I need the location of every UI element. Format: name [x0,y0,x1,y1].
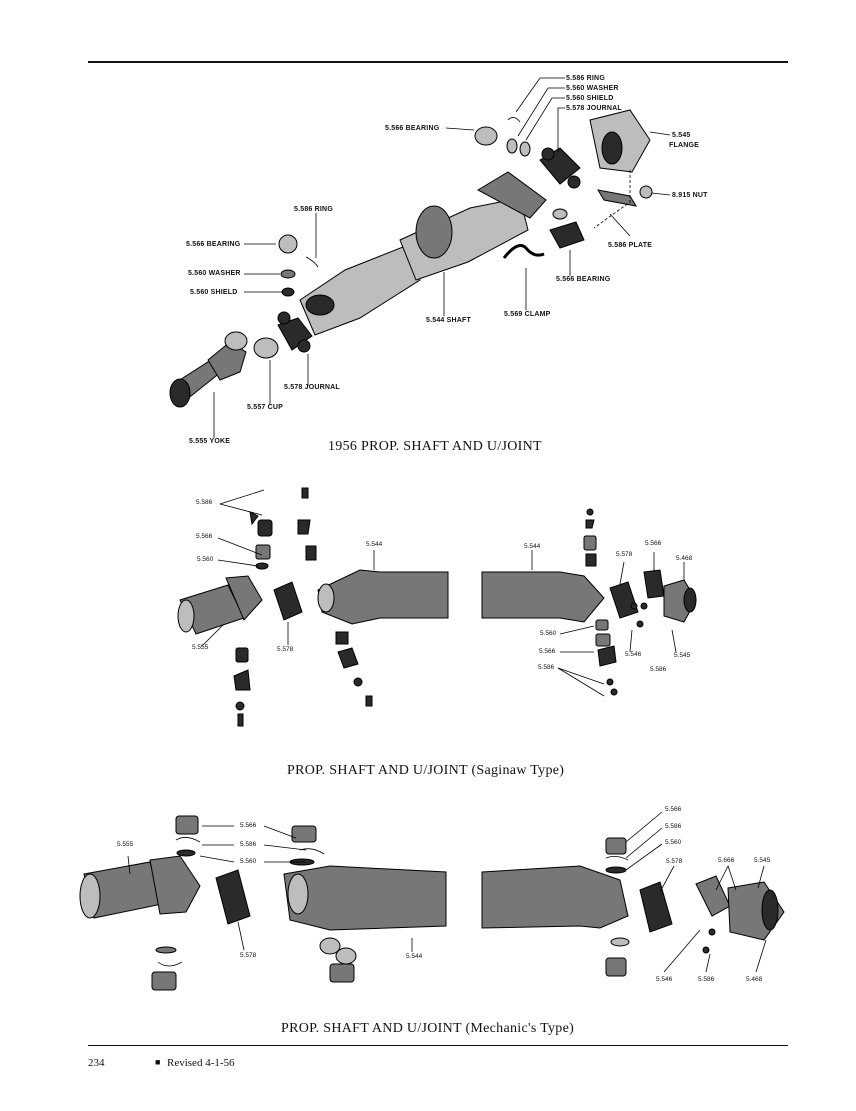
fig2-label-544-right: 5.544 [524,543,541,550]
fig3-label-560-left: 5.560 [240,858,257,865]
fig1-label-ring-top: 5.586 RING [566,75,605,82]
fig3-label-544: 5.544 [406,953,423,960]
fig1-label-shield-top: 5.560 SHIELD [566,95,614,102]
fig1-label-bearing-top: 5.566 BEARING [385,125,440,132]
fig3-label-586-right: 5.586 [665,823,682,830]
fig2-label-468: 5.468 [676,555,693,562]
fig1-label-flange-word: FLANGE [669,142,699,149]
fig1-label-cup: 5.557 CUP [247,404,284,411]
fig1-label-shaft: 5.544 SHAFT [426,317,471,324]
fig2-label-586-right-bottom: 5.586 [650,666,667,673]
figure1-artwork [169,77,671,438]
revision-bullet: ■ [155,1057,161,1067]
fig2-label-544-left: 5.544 [366,541,383,548]
fig3-label-586-left: 5.586 [240,841,257,848]
fig2-caption: PROP. SHAFT AND U/JOINT (Saginaw Type) [287,763,565,778]
fig2-label-546: 5.546 [625,651,642,658]
fig1-label-bearing-right: 5.566 BEARING [556,276,611,283]
fig2-label-566-right-top: 5.566 [645,540,662,547]
fig3-label-578-left: 5.578 [240,952,257,959]
fig2-label-555: 5.555 [192,644,209,651]
fig1-caption: 1956 PROP. SHAFT AND U/JOINT [328,439,542,454]
fig1-label-washer-top: 5.560 WASHER [566,85,619,92]
fig2-label-566-right-bottom: 5.566 [539,648,556,655]
fig2-label-586-right: 5.586 [538,664,555,671]
fig3-label-586-right-bottom: 5.586 [698,976,715,983]
fig1-label-nut: 8.915 NUT [672,192,708,199]
fig3-label-545: 5.545 [754,857,771,864]
fig2-label-586-left: 5.586 [196,499,213,506]
fig1-label-plate: 5.586 PLATE [608,242,653,249]
header-rule [88,61,788,63]
fig3-label-560-right: 5.560 [665,839,682,846]
figure3-artwork [79,811,785,991]
fig1-label-bearing-left: 5.566 BEARING [186,241,241,248]
fig3-label-578-right: 5.578 [666,858,683,865]
fig3-caption: PROP. SHAFT AND U/JOINT (Mechanic's Type… [281,1021,575,1036]
page-number: 234 [88,1057,105,1069]
fig1-label-flange-number: 5.545 [672,132,691,139]
fig3-label-555: 5.555 [117,841,134,848]
footer-rule [88,1045,788,1046]
fig3-label-468: 5.468 [746,976,763,983]
fig1-label-yoke: 5.555 YOKE [189,438,231,445]
fig2-label-578-right: 5.578 [616,551,633,558]
fig3-label-566-right: 5.566 [665,806,682,813]
fig1-label-journal-top: 5.578 JOURNAL [566,105,622,112]
fig1-label-journal-left: 5.578 JOURNAL [284,384,340,391]
fig1-label-ring-left: 5.586 RING [294,206,333,213]
fig1-label-clamp: 5.569 CLAMP [504,311,551,318]
figure2-artwork [177,487,697,727]
fig2-label-545: 5.545 [674,652,691,659]
fig3-label-666: 5.666 [718,857,735,864]
fig2-label-560-left: 5.560 [197,556,214,563]
fig3-label-546: 5.546 [656,976,673,983]
fig2-label-560-right: 5.560 [540,630,557,637]
fig2-label-566-left: 5.566 [196,533,213,540]
revision-note: Revised 4-1-56 [167,1057,235,1069]
fig3-label-566-left: 5.566 [240,822,257,829]
fig1-label-washer-left: 5.560 WASHER [188,270,241,277]
fig1-label-shield-left: 5.560 SHIELD [190,289,238,296]
fig2-label-578-left: 5.578 [277,646,294,653]
